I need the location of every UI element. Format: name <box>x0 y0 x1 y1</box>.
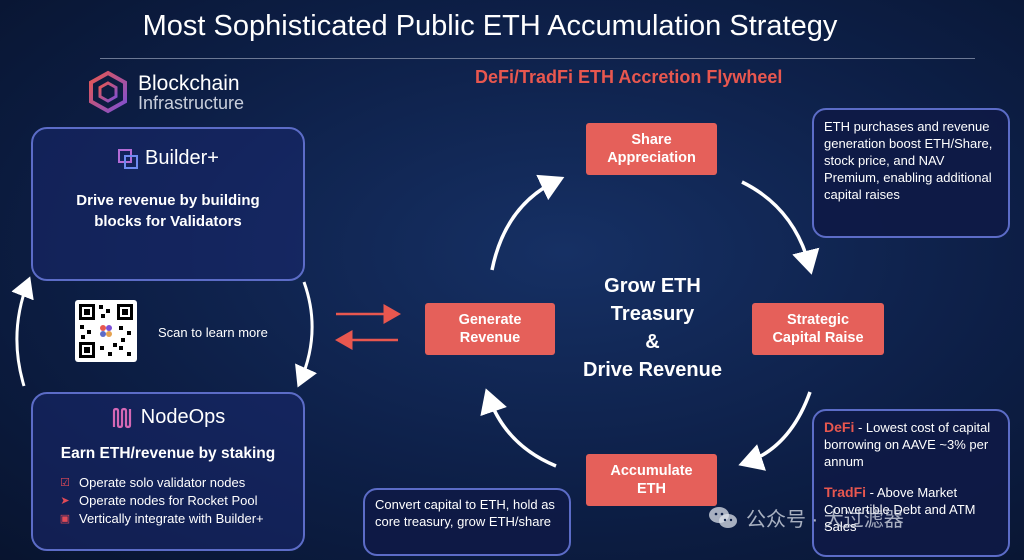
arrow-builder-to-nodeops <box>295 281 318 388</box>
list-item: ☑ Operate solo validator nodes <box>59 474 303 492</box>
builder-logo-icon <box>118 148 139 169</box>
watermark-text: 公众号 · 大过滤器 <box>746 509 904 531</box>
builder-brand-name: Builder+ <box>145 147 219 169</box>
nodeops-brand-name: NodeOps <box>140 406 226 428</box>
defi-note: DeFi - Lowest cost of capital borrowing … <box>824 419 998 470</box>
arrow-generate-to-share <box>490 174 565 271</box>
checkbox-icon: ☑ <box>60 477 70 489</box>
flywheel-center-label: Grow ETH Treasury & Drive Revenue <box>560 272 745 384</box>
nodeops-card: NodeOps Earn ETH/revenue by staking ☑ Op… <box>31 392 305 551</box>
blockchain-infrastructure-logo-icon <box>89 70 127 114</box>
company-logo: Blockchain Infrastructure <box>86 70 244 114</box>
center-line3: & <box>645 331 660 353</box>
qr-code[interactable] <box>75 300 137 362</box>
tradfi-text: - Above Market Convertible Debt and ATM … <box>824 485 976 534</box>
accumulate-eth-note: Convert capital to ETH, hold as core tre… <box>363 488 571 556</box>
nodeops-brand: NodeOps <box>33 406 303 429</box>
capital-raise-note: DeFi - Lowest cost of capital borrowing … <box>812 409 1010 557</box>
cube-icon: ▣ <box>59 513 71 525</box>
tradfi-note: TradFi - Above Market Convertible Debt a… <box>824 484 998 535</box>
node-line2: Appreciation <box>607 150 696 166</box>
list-item: ➤ Operate nodes for Rocket Pool <box>59 492 303 510</box>
feature-text: Vertically integrate with Builder+ <box>79 511 264 526</box>
node-line1: Share <box>631 132 672 148</box>
logo-line2: Infrastructure <box>138 92 245 113</box>
share-appreciation-note: ETH purchases and revenue generation boo… <box>812 108 1010 238</box>
arrow-share-to-strategic <box>741 180 820 275</box>
builder-heading: Drive revenue by building blocks for Val… <box>33 190 303 232</box>
tradfi-label: TradFi <box>824 484 867 500</box>
feature-text: Operate nodes for Rocket Pool <box>79 493 258 508</box>
builder-card: Builder+ Drive revenue by building block… <box>31 127 305 281</box>
qr-code-icon <box>79 304 133 358</box>
center-line2: Treasury <box>610 303 695 325</box>
arrow-accumulate-to-generate <box>480 388 557 468</box>
center-line1: Grow ETH <box>604 275 701 297</box>
qr-caption: Scan to learn more <box>158 325 268 340</box>
node-line1: Strategic <box>786 312 850 328</box>
center-line4: Drive Revenue <box>583 359 722 381</box>
node-line1: Accumulate <box>610 463 693 479</box>
arrow-nodeops-to-builder <box>11 276 34 387</box>
builder-heading-line1: Drive revenue by building <box>76 192 260 209</box>
node-line2: Capital Raise <box>772 330 864 346</box>
defi-label: DeFi <box>824 419 855 435</box>
logo-line1: Blockchain <box>138 71 240 95</box>
nodeops-heading: Earn ETH/revenue by staking <box>60 445 276 462</box>
nodeops-logo-icon <box>112 407 131 428</box>
nodeops-feature-list: ☑ Operate solo validator nodes ➤ Operate… <box>59 474 303 528</box>
list-item: ▣ Vertically integrate with Builder+ <box>59 510 303 528</box>
watermark: 公众号 · 大过滤器 <box>708 503 904 532</box>
title-divider <box>100 58 975 59</box>
defi-text: - Lowest cost of capital borrowing on AA… <box>824 420 991 469</box>
feature-text: Operate solo validator nodes <box>79 475 246 490</box>
node-line1: Generate <box>458 312 522 328</box>
builder-brand: Builder+ <box>33 147 303 170</box>
flywheel-title: DeFi/TradFi ETH Accretion Flywheel <box>475 67 783 87</box>
node-line2: Revenue <box>459 330 521 346</box>
builder-heading-line2: blocks for Validators <box>94 213 242 230</box>
node-line2: ETH <box>636 481 666 497</box>
rocket-icon: ➤ <box>60 495 70 507</box>
page-title: Most Sophisticated Public ETH Accumulati… <box>142 10 838 42</box>
wechat-icon <box>709 506 737 528</box>
arrow-strategic-to-accumulate <box>738 391 812 471</box>
